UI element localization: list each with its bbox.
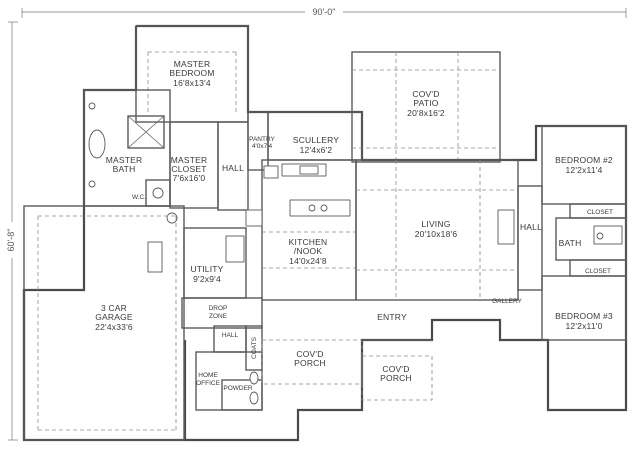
drop-zone-label: DROP bbox=[209, 305, 228, 312]
home-office-label: HOME bbox=[198, 372, 218, 379]
garage-label: 3 CAR bbox=[101, 303, 127, 313]
bath-label: BATH bbox=[559, 238, 582, 248]
kitchen-label-2: /NOOK bbox=[294, 246, 323, 256]
master-bedroom-size: 16'8x13'4 bbox=[173, 78, 211, 88]
master-closet-size: 7'6x16'0 bbox=[173, 173, 206, 183]
bedroom-2-size: 12'2x11'4 bbox=[565, 165, 602, 175]
covd-patio-label-2: PATIO bbox=[413, 98, 438, 108]
garage-size: 22'4x33'6 bbox=[95, 322, 133, 332]
covd-porch-left-label: COV'D bbox=[296, 349, 323, 359]
closet-bedroom-2-label: CLOSET bbox=[587, 209, 613, 216]
room-labels: MASTER BEDROOM 16'8x13'4 COV'D PATIO 20'… bbox=[95, 59, 613, 392]
covered-patio bbox=[351, 51, 501, 163]
master-bedroom-label-2: BEDROOM bbox=[169, 68, 214, 78]
master-closet-label-2: CLOSET bbox=[171, 164, 206, 174]
covd-porch-right-label: COV'D bbox=[382, 364, 409, 374]
closet-bedroom-3-label: CLOSET bbox=[585, 268, 611, 275]
hall-master-label: HALL bbox=[222, 163, 244, 173]
hall-east-label: HALL bbox=[520, 222, 542, 232]
covd-patio-size: 20'8x16'2 bbox=[407, 108, 445, 118]
wc-label: W.C. bbox=[132, 194, 146, 201]
bedroom-3-label: BEDROOM #3 bbox=[555, 311, 613, 321]
east-wing-walls bbox=[517, 125, 627, 341]
kitchen-size: 14'0x24'8 bbox=[289, 256, 327, 266]
covd-patio-label: COV'D bbox=[412, 89, 439, 99]
hall-mud-label: HALL bbox=[222, 332, 239, 339]
gallery-label: GALLERY bbox=[492, 298, 523, 305]
utility-label: UTILITY bbox=[190, 264, 223, 274]
width-dimension-label: 90'-0" bbox=[313, 7, 336, 17]
utility-size: 9'2x9'4 bbox=[193, 274, 221, 284]
living-label: LIVING bbox=[421, 219, 450, 229]
dimension-width: 90'-0" bbox=[21, 5, 627, 18]
pantry-label: PANTRY bbox=[249, 136, 275, 143]
exterior-walls bbox=[22, 24, 628, 442]
bedroom-2-label: BEDROOM #2 bbox=[555, 155, 613, 165]
living-size: 20'10x18'6 bbox=[415, 229, 458, 239]
master-bath-label-2: BATH bbox=[113, 164, 136, 174]
covd-porch-right-label-2: PORCH bbox=[380, 373, 412, 383]
pantry-size: 4'0x7'4 bbox=[252, 143, 273, 150]
covd-porch-left-label-2: PORCH bbox=[294, 358, 326, 368]
garage-label-2: GARAGE bbox=[95, 312, 133, 322]
master-closet-label: MASTER bbox=[171, 155, 208, 165]
porch-walls bbox=[261, 339, 433, 401]
drop-zone-label-2: ZONE bbox=[209, 313, 228, 320]
scullery-size: 12'4x6'2 bbox=[300, 145, 333, 155]
master-suite-walls bbox=[83, 89, 249, 224]
dimension-depth: 60'-8" bbox=[4, 21, 18, 441]
entry-label: ENTRY bbox=[377, 312, 407, 322]
scullery-label: SCULLERY bbox=[293, 135, 339, 145]
coats-label: COATS bbox=[251, 336, 258, 359]
powder-label: POWDER bbox=[223, 385, 253, 392]
depth-dimension-label: 60'-8" bbox=[6, 229, 16, 252]
bedroom-3-size: 12'2x11'0 bbox=[565, 321, 602, 331]
master-bedroom-label: MASTER bbox=[174, 59, 211, 69]
master-bath-label: MASTER bbox=[106, 155, 143, 165]
home-office-label-2: OFFICE bbox=[196, 380, 220, 387]
garage-walls bbox=[23, 205, 185, 441]
kitchen-label: KITCHEN bbox=[289, 237, 328, 247]
